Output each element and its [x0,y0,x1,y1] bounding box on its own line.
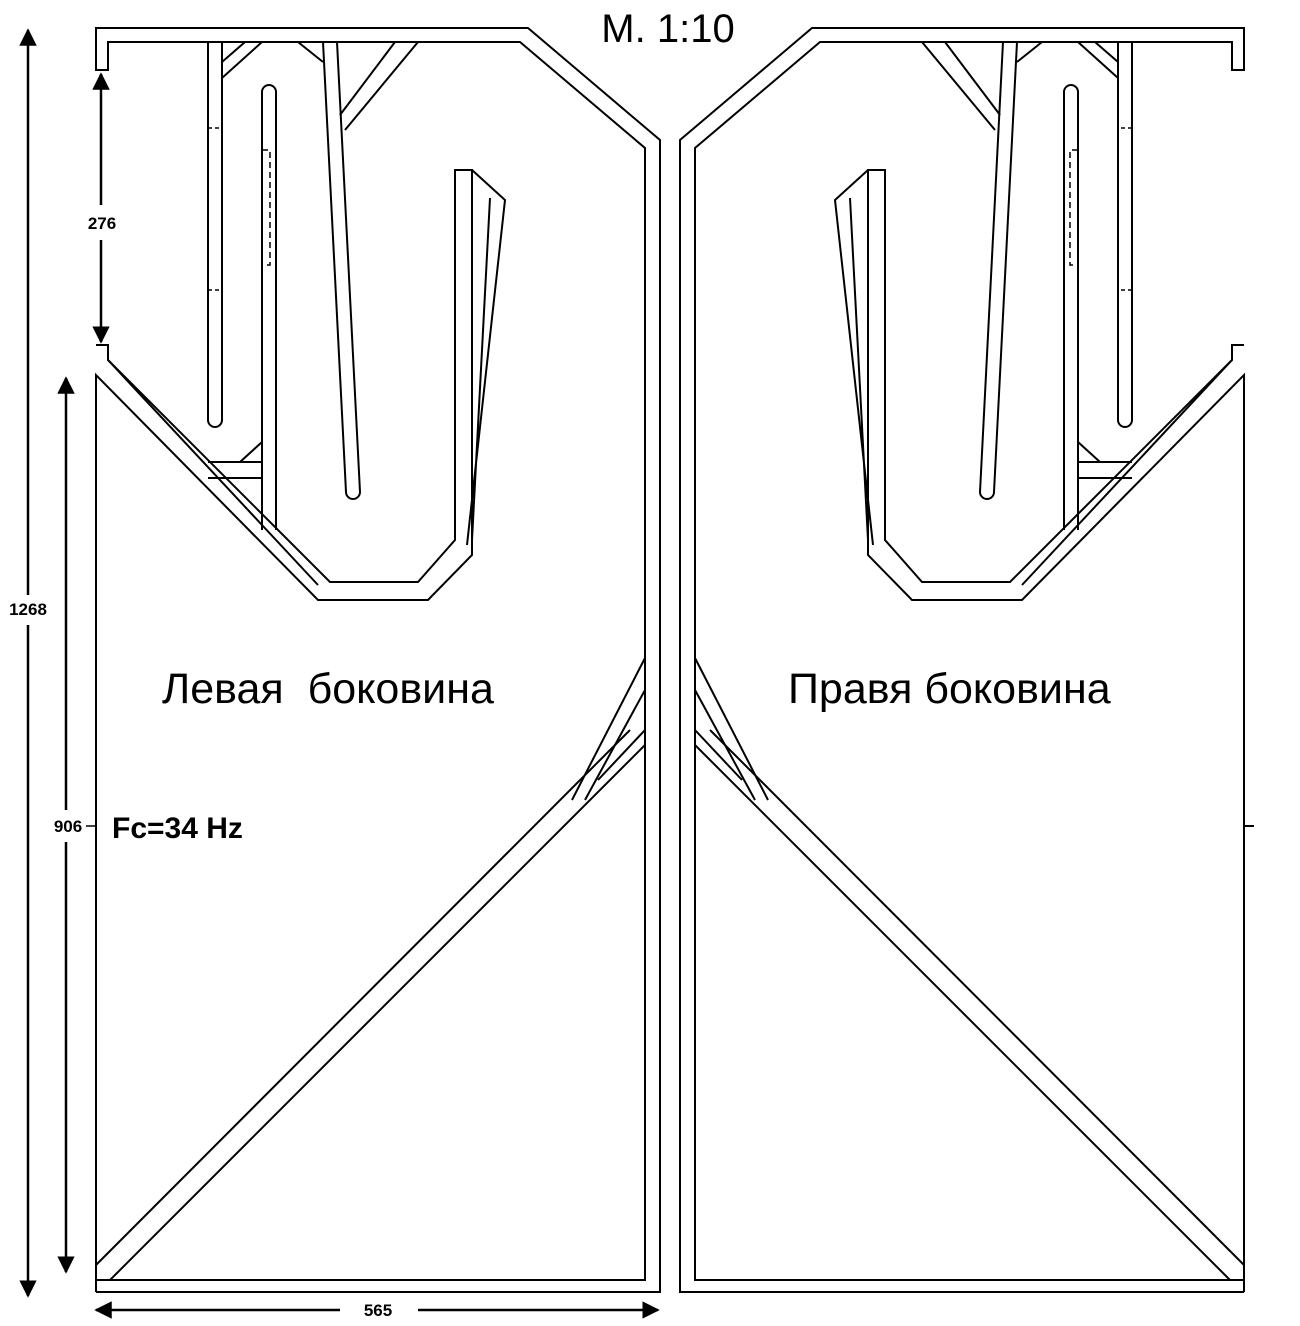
right-lower-brace [1077,441,1132,479]
scale-label: М. 1:10 [601,7,734,51]
right-inner-wall [833,169,874,546]
right-dashed-port [1069,149,1078,266]
right-divider-1 [1117,42,1133,428]
left-lower-brace [208,441,263,479]
tuning-label: Fc=34 Hz [112,812,243,845]
left-corner-brace [571,657,646,801]
right-panel-outline [679,27,1245,1293]
right-main-diagonal [694,729,1245,1281]
right-divider-2 [1063,84,1079,530]
left-horn-baffle [107,359,319,586]
left-side-panel [95,27,661,1293]
left-panel-label: Левая боковина [162,665,494,713]
left-divider-1 [207,42,223,428]
dim-total-height-value: 1268 [9,600,47,619]
left-divider-2 [261,84,277,530]
dim-lower-height-value: 906 [54,817,82,836]
right-corner-brace [694,657,769,801]
left-partition [322,41,362,500]
right-panel-label: Правя боковина [788,665,1111,713]
left-main-diagonal [95,729,646,1281]
right-top-brace [921,41,1119,131]
dimension-lines [19,28,660,1319]
left-dashed-port [262,149,271,266]
left-inner-wall [466,169,507,546]
dim-top-gap-value: 276 [88,214,116,233]
dim-width-value: 565 [364,1301,392,1320]
right-partition [978,41,1018,500]
left-dash-ticks [208,127,222,291]
right-dash-ticks [1118,127,1132,291]
right-horn-baffle [1021,359,1233,586]
left-top-brace [221,41,419,131]
right-side-panel [679,27,1254,1293]
left-panel-outline [95,27,661,1293]
